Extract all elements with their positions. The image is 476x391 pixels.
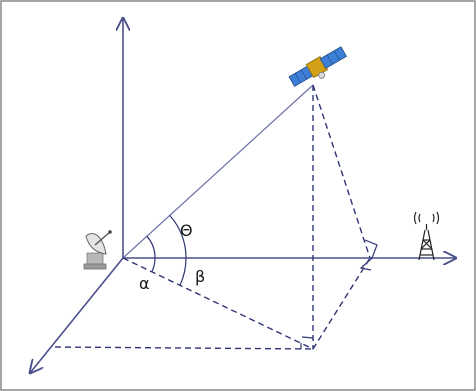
beta-arc xyxy=(179,257,187,286)
theta-arc-outer xyxy=(169,214,187,259)
projection-to-horizontal-dashed xyxy=(312,257,371,350)
right-angle-marker-bottom-top xyxy=(301,336,314,339)
beta-label: β xyxy=(195,267,205,286)
ground-projection-dashed xyxy=(122,257,314,350)
satellite-dish-icon xyxy=(83,230,112,270)
right-angle-marker-horizontal xyxy=(359,239,378,271)
theta-arc-inner xyxy=(146,235,156,259)
depth-parallel-dashed xyxy=(54,346,314,350)
alpha-label: α xyxy=(139,274,150,293)
depth-axis xyxy=(30,257,124,373)
satellite-to-horizontal-dashed xyxy=(312,84,371,259)
radio-tower-icon xyxy=(413,211,440,261)
alpha-arc xyxy=(151,257,156,272)
satellite-icon xyxy=(288,46,348,87)
theta-label: Θ xyxy=(180,221,193,240)
dashed-construction-lines xyxy=(54,84,371,350)
line-of-sight xyxy=(122,84,314,259)
